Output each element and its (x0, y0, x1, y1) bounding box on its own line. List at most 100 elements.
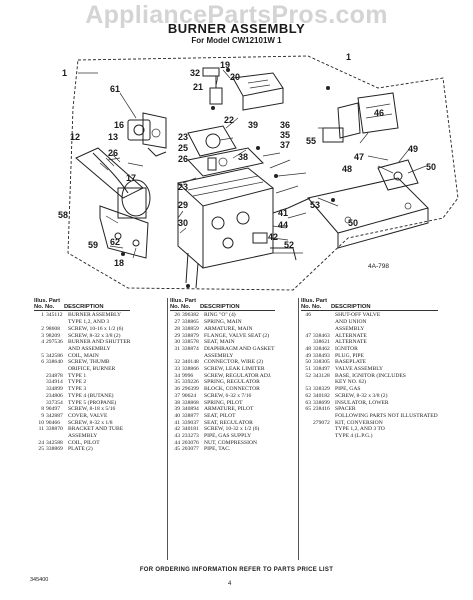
part-number: 338866 (182, 366, 199, 373)
part-description: AND ASSEMBLY (68, 345, 111, 352)
part-number: 334899 (46, 386, 63, 393)
part-number: 338879 (182, 332, 199, 339)
callout: 62 (110, 237, 120, 247)
illus-number: 25 (38, 446, 44, 453)
part-description: TYPE 3 (68, 386, 87, 393)
illus-number (34, 366, 46, 373)
screw-markers (121, 68, 335, 288)
illus-number (301, 379, 313, 386)
illus-number (34, 346, 46, 353)
part-number: 338493 (313, 352, 330, 359)
part-description: INSULATOR, LOWER (335, 399, 389, 406)
part-description: RING "O" (4) (204, 312, 236, 319)
diagram-reference: 4A-798 (368, 263, 389, 270)
illus-number: 24 (38, 439, 44, 446)
assembly-boundary (67, 55, 459, 291)
illus-number: 53 (305, 386, 311, 393)
illus-number: 63 (305, 399, 311, 406)
parts-row: TYPE 4 (L.P.G.) (301, 433, 438, 440)
part-description: COIL, MAIN (68, 352, 99, 359)
part-number: 98209 (46, 332, 60, 339)
callout: 20 (230, 72, 240, 82)
parts-row: TYPE 1,2, AND 3 TO (301, 426, 438, 433)
part-description: SCREW, 10-32 x 1/2 (6) (204, 426, 260, 433)
part-description: ASSEMBLY (204, 352, 234, 359)
part-number (46, 366, 68, 373)
part-number: 297536 (46, 339, 63, 346)
part-number: 343128 (313, 372, 330, 379)
part-number: 342887 (46, 412, 63, 419)
part-description: TYPE 4 (L.P.G.) (335, 433, 373, 440)
part-number: 338621 (313, 339, 330, 346)
part-description: BASEPLATE (335, 359, 367, 366)
part-description: SCREW, LEAK LIMITER (204, 366, 265, 373)
illus-number: 62 (305, 392, 311, 399)
part-description: AND UNION (335, 319, 367, 326)
parts-row: AND ASSEMBLY (34, 346, 130, 353)
parts-row: ASSEMBLY (34, 433, 130, 440)
illus-number: 48 (305, 345, 311, 352)
part-number (46, 319, 68, 326)
illus-number (301, 339, 313, 346)
part-number: 90624 (182, 392, 196, 399)
illus-number: 42 (174, 426, 180, 433)
header-illus-part: Illus. Part (301, 298, 328, 304)
illus-number: 5 (41, 352, 44, 359)
illus-number: 45 (174, 446, 180, 453)
illus-number (34, 379, 46, 386)
illus-number: 3 (41, 332, 44, 339)
document-code: 345400 (30, 577, 49, 583)
part-description: SCREW, 8-18 x 5/16 (68, 406, 116, 413)
header-illus-part: Illus. Part (34, 298, 61, 304)
part-number (313, 433, 335, 440)
part-description: ASSEMBLY (335, 325, 365, 332)
coil-assembly-drawing (127, 112, 167, 157)
callout: 61 (110, 84, 120, 94)
illus-number (301, 420, 313, 427)
valve-body-drawing (176, 167, 275, 289)
illus-number: 9 (41, 412, 44, 419)
illus-number: 32 (174, 359, 180, 366)
part-number: 338868 (182, 399, 199, 406)
callout: 30 (178, 218, 188, 228)
callout: 18 (114, 258, 124, 268)
header-description: DESCRIPTION (64, 304, 104, 311)
part-description: PIPE, GAS (335, 386, 361, 393)
callout: 42 (268, 232, 278, 242)
part-number (313, 326, 335, 333)
callout: 35 (280, 130, 290, 140)
part-number: 338305 (313, 359, 330, 366)
part-number: 396382 (182, 312, 199, 319)
header-description: DESCRIPTION (331, 304, 371, 311)
callout: 55 (306, 136, 316, 146)
part-number: 338329 (313, 386, 330, 393)
part-description: KIT, CONVERSION (335, 419, 383, 426)
diaphragm-plate-drawing (187, 147, 265, 177)
callout: 37 (280, 140, 290, 150)
part-number: 203077 (182, 446, 199, 453)
illus-number: 49 (305, 352, 311, 359)
part-number: 342586 (46, 352, 63, 359)
parts-row: TYPE 1,2, AND 3 (34, 319, 130, 326)
callout: 29 (178, 200, 188, 210)
callout: 58 (58, 210, 68, 220)
callout: 32 (190, 68, 200, 78)
